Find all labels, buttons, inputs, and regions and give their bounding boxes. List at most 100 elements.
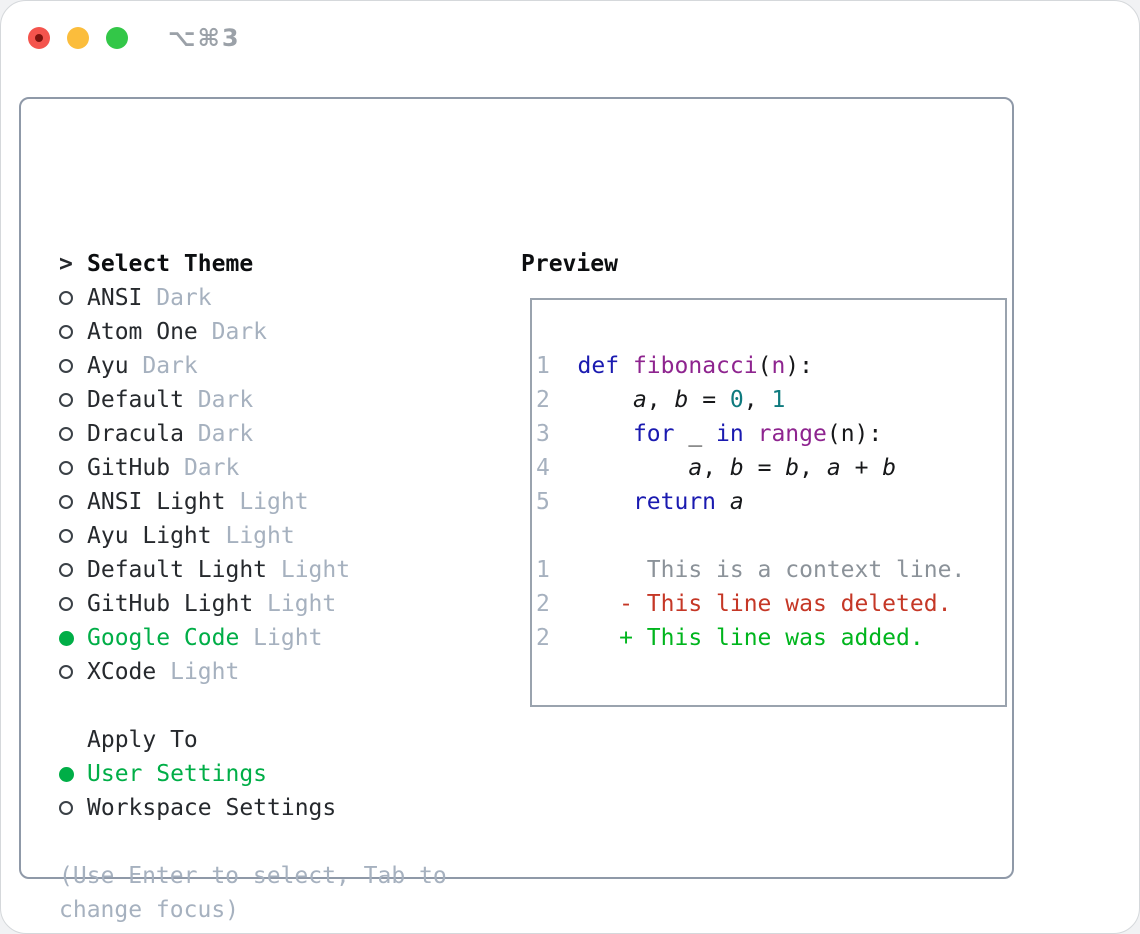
- code-line-3: 3 for _ in range(n):: [536, 417, 965, 451]
- code-token: =: [743, 455, 786, 481]
- apply-option-user-settings[interactable]: User Settings: [59, 757, 447, 791]
- theme-variant-tag: Light: [156, 659, 240, 685]
- theme-variant-tag: Dark: [183, 421, 254, 447]
- code-token: [716, 489, 730, 515]
- code-line-4: 4 a, b = b, a + b: [536, 451, 965, 485]
- theme-name: Dracula: [87, 421, 184, 447]
- theme-name: Ayu: [87, 353, 129, 379]
- theme-name: Atom One: [87, 319, 198, 345]
- code-token: (: [757, 353, 772, 379]
- radio-unselected-icon: [59, 529, 87, 543]
- radio-glyph: [59, 597, 73, 611]
- theme-option-default[interactable]: Default Dark: [59, 383, 447, 417]
- code-token: [578, 387, 633, 413]
- radio-unselected-icon: [59, 393, 87, 407]
- code-token: ,: [743, 387, 772, 413]
- code-token: + This line was added.: [577, 625, 924, 651]
- theme-option-github[interactable]: GitHub Dark: [59, 451, 447, 485]
- radio-unselected-icon: [59, 359, 87, 373]
- code-token: [578, 455, 689, 481]
- close-button[interactable]: [28, 27, 50, 49]
- code-token: [578, 489, 633, 515]
- code-token: a: [826, 455, 841, 481]
- code-token: This is a context line.: [577, 557, 966, 583]
- code-token: return: [632, 489, 717, 515]
- apply-to-header: Apply To: [59, 723, 447, 757]
- radio-glyph: [59, 393, 73, 407]
- line-number: 5: [536, 489, 578, 515]
- hint-line-2: change focus): [59, 897, 240, 923]
- radio-glyph: [59, 563, 73, 577]
- code-token: +: [840, 455, 883, 481]
- code-token: ,: [702, 455, 730, 481]
- theme-option-dracula[interactable]: Dracula Dark: [59, 417, 447, 451]
- line-number: 2: [536, 387, 578, 413]
- spacer-row: [59, 689, 447, 723]
- theme-option-ayu-light[interactable]: Ayu Light Light: [59, 519, 447, 553]
- theme-variant-tag: Light: [253, 591, 337, 617]
- radio-unselected-icon: [59, 597, 87, 611]
- zoom-button[interactable]: [106, 27, 128, 49]
- code-token: a: [632, 387, 647, 413]
- select-theme-header: >Select Theme: [59, 247, 447, 281]
- code-line-2: 2 a, b = 0, 1: [536, 383, 965, 417]
- line-number: 2: [536, 591, 578, 617]
- blank-line: [536, 519, 965, 553]
- theme-name: GitHub Light: [87, 591, 254, 617]
- cursor-glyph: >: [59, 251, 73, 277]
- theme-option-ayu[interactable]: Ayu Dark: [59, 349, 447, 383]
- theme-option-atom-one[interactable]: Atom One Dark: [59, 315, 447, 349]
- radio-unselected-icon: [59, 495, 87, 509]
- code-token: b: [882, 455, 897, 481]
- line-number: 1: [536, 557, 578, 583]
- line-number: 4: [536, 455, 578, 481]
- theme-option-ansi-light[interactable]: ANSI Light Light: [59, 485, 447, 519]
- code-token: range: [757, 421, 827, 447]
- theme-option-github-light[interactable]: GitHub Light Light: [59, 587, 447, 621]
- radio-glyph: [59, 325, 73, 339]
- code-token: 0: [729, 387, 744, 413]
- radio-glyph: [59, 495, 73, 509]
- theme-name: Default Light: [87, 557, 268, 583]
- code-token: b: [674, 387, 689, 413]
- theme-variant-tag: Dark: [128, 353, 198, 379]
- focus-cursor: >: [59, 251, 87, 277]
- theme-option-google-code[interactable]: Google Code Light: [59, 621, 447, 655]
- theme-variant-tag: Dark: [183, 387, 254, 413]
- theme-option-xcode[interactable]: XCode Light: [59, 655, 447, 689]
- apply-to-title: Apply To: [87, 727, 198, 753]
- theme-name: GitHub: [87, 455, 171, 481]
- theme-variant-tag: Light: [267, 557, 351, 583]
- apply-option-workspace-settings[interactable]: Workspace Settings: [59, 791, 447, 825]
- code-token: (n):: [826, 421, 883, 447]
- titlebar: [28, 27, 128, 49]
- apply-option-label: Workspace Settings: [87, 795, 337, 821]
- code-token: [619, 353, 633, 379]
- radio-unselected-icon: [59, 427, 87, 441]
- code-token: a: [729, 489, 744, 515]
- theme-option-ansi[interactable]: ANSI Dark: [59, 281, 447, 315]
- code-token: in: [716, 421, 744, 447]
- theme-variant-tag: Light: [225, 489, 309, 515]
- radio-glyph: [59, 359, 73, 373]
- radio-selected-icon: [59, 766, 87, 782]
- code-token: b: [785, 455, 800, 481]
- theme-variant-tag: Dark: [197, 319, 268, 345]
- code-token: - This line was deleted.: [577, 591, 952, 617]
- theme-option-default-light[interactable]: Default Light Light: [59, 553, 447, 587]
- code-token: fibonacci: [632, 353, 758, 379]
- minimize-button[interactable]: [67, 27, 89, 49]
- code-token: _: [674, 421, 717, 447]
- code-line-1: 1 def fibonacci(n):: [536, 349, 965, 383]
- radio-glyph: [59, 630, 74, 646]
- theme-variant-tag: Dark: [142, 285, 212, 311]
- code-token: 1: [771, 387, 786, 413]
- radio-glyph: [59, 801, 73, 815]
- diff-context-line: 1 This is a context line.: [536, 553, 965, 587]
- radio-unselected-icon: [59, 665, 87, 679]
- code-token: [578, 421, 633, 447]
